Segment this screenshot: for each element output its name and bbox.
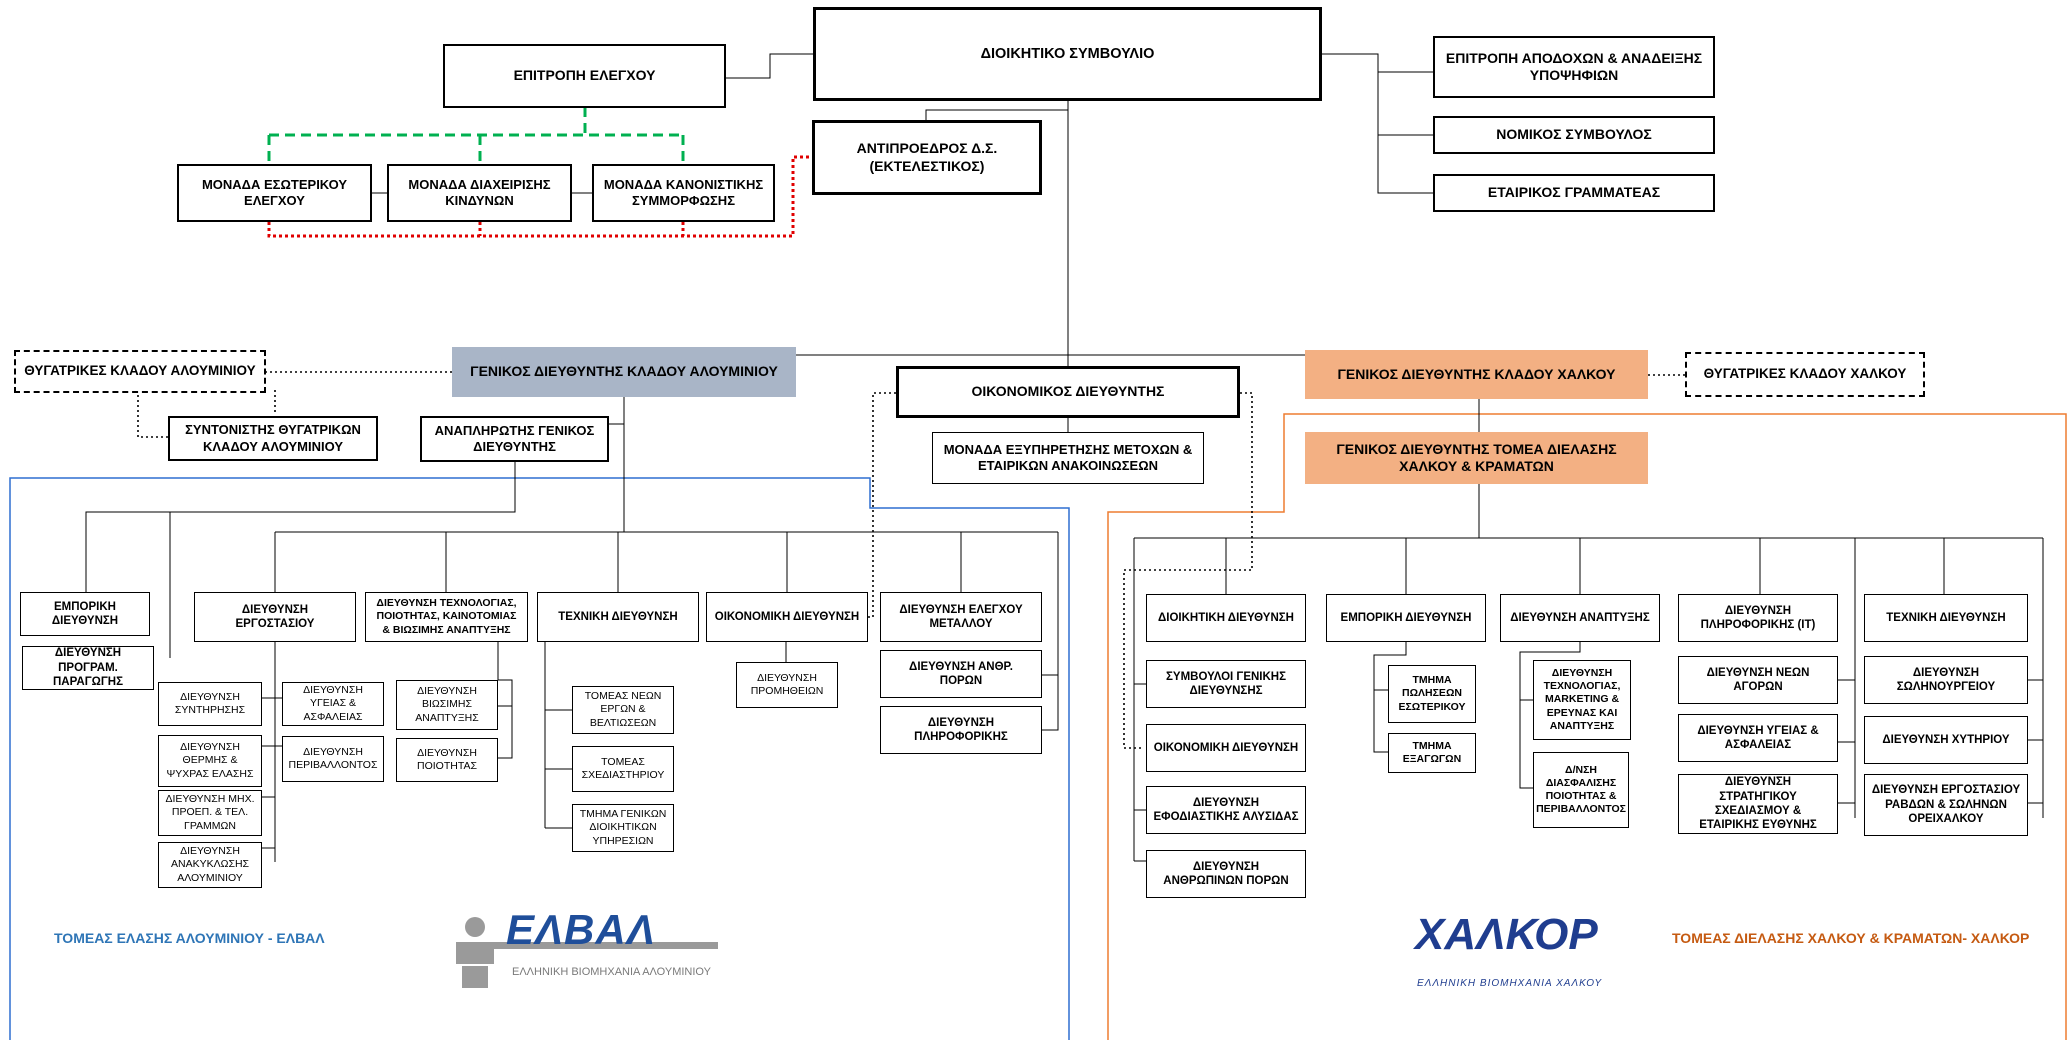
copper-it-sub-1: ΔΙΕΥΘΥΝΣΗ ΥΓΕΙΑΣ & ΑΣΦΑΛΕΙΑΣ (1678, 714, 1838, 762)
copper-development-dept: ΔΙΕΥΘΥΝΣΗ ΑΝΑΠΤΥΞΗΣ (1500, 594, 1660, 642)
aluminium-technology-sub-1: ΔΙΕΥΘΥΝΣΗ ΠΟΙΟΤΗΤΑΣ (396, 738, 498, 782)
copper-technical-sub-2: ΔΙΕΥΘΥΝΣΗ ΕΡΓΟΣΤΑΣΙΟΥ ΡΑΒΔΩΝ & ΣΩΛΗΝΩΝ Ο… (1864, 774, 2028, 836)
shareholder-services-unit: ΜΟΝΑΔΑ ΕΞΥΠΗΡΕΤΗΣΗΣ ΜΕΤΟΧΩΝ & ΕΤΑΙΡΙΚΩΝ … (932, 432, 1204, 484)
aluminium-subsidiaries-coordinator: ΣΥΝΤΟΝΙΣΤΗΣ ΘΥΓΑΤΡΙΚΩΝ ΚΛΑΔΟΥ ΑΛΟΥΜΙΝΙΟΥ (168, 416, 378, 461)
aluminium-technical-dept: ΤΕΧΝΙΚΗ ΔΙΕΥΘΥΝΣΗ (537, 592, 699, 642)
copper-technical-dept: ΤΕΧΝΙΚΗ ΔΙΕΥΘΥΝΣΗ (1864, 594, 2028, 642)
aluminium-technical-sub-2: ΤΜΗΜΑ ΓΕΝΙΚΩΝ ΔΙΟΙΚΗΤΙΚΩΝ ΥΠΗΡΕΣΙΩΝ (572, 804, 674, 852)
remuneration-committee: ΕΠΙΤΡΟΠΗ ΑΠΟΔΟΧΩΝ & ΑΝΑΔΕΙΞΗΣ ΥΠΟΨΗΦΙΩΝ (1433, 36, 1715, 98)
copper-development-sub-1: Δ/ΝΣΗ ΔΙΑΣΦΑΛΙΣΗΣ ΠΟΙΟΤΗΤΑΣ & ΠΕΡΙΒΑΛΛΟΝ… (1533, 752, 1629, 828)
aluminium-plant-sub-3: ΔΙΕΥΘΥΝΣΗ ΑΝΑΚΥΚΛΩΣΗΣ ΑΛΟΥΜΙΝΙΟΥ (158, 842, 262, 888)
aluminium-plant-sub-5: ΔΙΕΥΘΥΝΣΗ ΠΕΡΙΒΑΛΛΟΝΤΟΣ (282, 736, 384, 782)
aluminium-procurement-dept: ΔΙΕΥΘΥΝΣΗ ΠΡΟΜΗΘΕΙΩΝ (736, 662, 838, 708)
aluminium-finance-dept: ΟΙΚΟΝΟΜΙΚΗ ΔΙΕΥΘΥΝΣΗ (706, 592, 868, 642)
aluminium-metal-control-dept: ΔΙΕΥΘΥΝΣΗ ΕΛΕΓΧΟΥ ΜΕΤΑΛΛΟΥ (880, 592, 1042, 642)
aluminium-commercial-dept: ΕΜΠΟΡΙΚΗ ΔΙΕΥΘΥΝΣΗ (20, 592, 150, 636)
aluminium-deputy-gm: ΑΝΑΠΛΗΡΩΤΗΣ ΓΕΝΙΚΟΣ ΔΙΕΥΘΥΝΤΗΣ (420, 416, 609, 462)
board-of-directors: ΔΙΟΙΚΗΤΙΚΟ ΣΥΜΒΟΥΛΙΟ (813, 7, 1322, 101)
copper-admin-sub-1: ΟΙΚΟΝΟΜΙΚΗ ΔΙΕΥΘΥΝΣΗ (1146, 724, 1306, 772)
elval-logo: ΕΛΒΑΛ ΕΛΛΗΝΙΚΗ ΒΙΟΜΗΧΑΝΙΑ ΑΛΟΥΜΙΝΙΟΥ (456, 906, 718, 996)
aluminium-it-dept: ΔΙΕΥΘΥΝΣΗ ΠΛΗΡΟΦΟΡΙΚΗΣ (880, 706, 1042, 754)
copper-development-sub-0: ΔΙΕΥΘΥΝΣΗ ΤΕΧΝΟΛΟΓΙΑΣ, MARKETING & ΕΡΕΥΝ… (1533, 660, 1631, 740)
internal-audit-unit: ΜΟΝΑΔΑ ΕΣΩΤΕΡΙΚΟΥ ΕΛΕΓΧΟΥ (177, 164, 372, 222)
copper-it-sub-2: ΔΙΕΥΘΥΝΣΗ ΣΤΡΑΤΗΓΙΚΟΥ ΣΧΕΔΙΑΣΜΟΥ & ΕΤΑΙΡ… (1678, 774, 1838, 834)
aluminium-production-planning-dept: ΔΙΕΥΘΥΝΣΗ ΠΡΟΓΡΑΜ. ΠΑΡΑΓΩΓΗΣ (22, 646, 154, 690)
vice-chairman: ΑΝΤΙΠΡΟΕΔΡΟΣ Δ.Σ. (ΕΚΤΕΛΕΣΤΙΚΟΣ) (812, 120, 1042, 195)
corporate-secretary: ΕΤΑΙΡΙΚΟΣ ΓΡΑΜΜΑΤΕΑΣ (1433, 174, 1715, 212)
chalkor-logo: ΧΑΛΚΟΡ ΕΛΛΗΝΙΚΗ ΒΙΟΜΗΧΑΝΙΑ ΧΑΛΚΟΥ (1415, 910, 1605, 994)
aluminium-plant-sub-2: ΔΙΕΥΘΥΝΣΗ ΜΗΧ. ΠΡΟΕΠ. & ΤΕΛ. ΓΡΑΜΜΩΝ (158, 790, 262, 836)
chief-financial-officer: ΟΙΚΟΝΟΜΙΚΟΣ ΔΙΕΥΘΥΝΤΗΣ (896, 366, 1240, 418)
aluminium-hr-dept: ΔΙΕΥΘΥΝΣΗ ΑΝΘΡ. ΠΟΡΩΝ (880, 650, 1042, 698)
elval-logo-text: ΕΛΒΑΛ (506, 906, 656, 953)
copper-admin-sub-3: ΔΙΕΥΘΥΝΣΗ ΑΝΘΡΩΠΙΝΩΝ ΠΟΡΩΝ (1146, 850, 1306, 898)
copper-technical-sub-1: ΔΙΕΥΘΥΝΣΗ ΧΥΤΗΡΙΟΥ (1864, 716, 2028, 764)
chalkor-logo-text: ΧΑΛΚΟΡ (1415, 910, 1598, 959)
copper-commercial-sub-0: ΤΜΗΜΑ ΠΩΛΗΣΕΩΝ ΕΣΩΤΕΡΙΚΟΥ (1388, 665, 1476, 723)
aluminium-technical-sub-0: ΤΟΜΕΑΣ ΝΕΩΝ ΕΡΓΩΝ & ΒΕΛΤΙΩΣΕΩΝ (572, 686, 674, 734)
copper-region-border (1107, 413, 2067, 1040)
copper-sector-label: ΤΟΜΕΑΣ ΔΙΕΛΑΣΗΣ ΧΑΛΚΟΥ & ΚΡΑΜΑΤΩΝ- ΧΑΛΚΟ… (1672, 930, 2030, 946)
aluminium-technology-sub-0: ΔΙΕΥΘΥΝΣΗ ΒΙΩΣΙΜΗΣ ΑΝΑΠΤΥΞΗΣ (396, 680, 498, 730)
aluminium-sector-label: ΤΟΜΕΑΣ ΕΛΑΣΗΣ ΑΛΟΥΜΙΝΙΟΥ - ΕΛΒΑΛ (54, 930, 325, 946)
copper-sector-gm: ΓΕΝΙΚΟΣ ΔΙΕΥΘΥΝΤΗΣ ΤΟΜΕΑ ΔΙΕΛΑΣΗΣ ΧΑΛΚΟΥ… (1305, 432, 1648, 484)
risk-management-unit: ΜΟΝΑΔΑ ΔΙΑΧΕΙΡΙΣΗΣ ΚΙΝΔΥΝΩΝ (387, 164, 572, 222)
aluminium-plant-sub-1: ΔΙΕΥΘΥΝΣΗ ΘΕΡΜΗΣ & ΨΥΧΡΑΣ ΕΛΑΣΗΣ (158, 735, 262, 787)
aluminium-plant-sub-0: ΔΙΕΥΘΥΝΣΗ ΣΥΝΤΗΡΗΣΗΣ (158, 682, 262, 726)
aluminium-technical-sub-1: ΤΟΜΕΑΣ ΣΧΕΔΙΑΣΤΗΡΙΟΥ (572, 746, 674, 792)
copper-subsidiaries: ΘΥΓΑΤΡΙΚΕΣ ΚΛΑΔΟΥ ΧΑΛΚΟΥ (1685, 352, 1925, 397)
aluminium-general-manager: ΓΕΝΙΚΟΣ ΔΙΕΥΘΥΝΤΗΣ ΚΛΑΔΟΥ ΑΛΟΥΜΙΝΙΟΥ (452, 347, 796, 397)
copper-it-dept: ΔΙΕΥΘΥΝΣΗ ΠΛΗΡΟΦΟΡΙΚΗΣ (IT) (1678, 594, 1838, 642)
elval-logo-mark (456, 917, 718, 988)
chalkor-logo-subtitle: ΕΛΛΗΝΙΚΗ ΒΙΟΜΗΧΑΝΙΑ ΧΑΛΚΟΥ (1417, 978, 1603, 989)
audit-committee: ΕΠΙΤΡΟΠΗ ΕΛΕΓΧΟΥ (443, 44, 726, 108)
copper-admin-sub-2: ΔΙΕΥΘΥΝΣΗ ΕΦΟΔΙΑΣΤΙΚΗΣ ΑΛΥΣΙΔΑΣ (1146, 786, 1306, 834)
copper-it-sub-0: ΔΙΕΥΘΥΝΣΗ ΝΕΩΝ ΑΓΟΡΩΝ (1678, 656, 1838, 704)
aluminium-technology-dept: ΔΙΕΥΘΥΝΣΗ ΤΕΧΝΟΛΟΓΙΑΣ, ΠΟΙΟΤΗΤΑΣ, ΚΑΙΝΟΤ… (365, 592, 528, 642)
copper-technical-sub-0: ΔΙΕΥΘΥΝΣΗ ΣΩΛΗΝΟΥΡΓΕΙΟΥ (1864, 656, 2028, 704)
copper-admin-dept: ΔΙΟΙΚΗΤΙΚΗ ΔΙΕΥΘΥΝΣΗ (1146, 594, 1306, 642)
copper-commercial-sub-1: ΤΜΗΜΑ ΕΞΑΓΩΓΩΝ (1388, 733, 1476, 773)
copper-admin-sub-0: ΣΥΜΒΟΥΛΟΙ ΓΕΝΙΚΗΣ ΔΙΕΥΘΥΝΣΗΣ (1146, 660, 1306, 708)
legal-advisor: ΝΟΜΙΚΟΣ ΣΥΜΒΟΥΛΟΣ (1433, 116, 1715, 154)
elval-logo-subtitle: ΕΛΛΗΝΙΚΗ ΒΙΟΜΗΧΑΝΙΑ ΑΛΟΥΜΙΝΙΟΥ (512, 966, 711, 978)
aluminium-region-border (9, 477, 1070, 1040)
aluminium-subsidiaries: ΘΥΓΑΤΡΙΚΕΣ ΚΛΑΔΟΥ ΑΛΟΥΜΙΝΙΟΥ (14, 350, 266, 393)
copper-commercial-dept: ΕΜΠΟΡΙΚΗ ΔΙΕΥΘΥΝΣΗ (1326, 594, 1486, 642)
compliance-unit: ΜΟΝΑΔΑ ΚΑΝΟΝΙΣΤΙΚΗΣ ΣΥΜΜΟΡΦΩΣΗΣ (592, 164, 775, 222)
copper-general-manager: ΓΕΝΙΚΟΣ ΔΙΕΥΘΥΝΤΗΣ ΚΛΑΔΟΥ ΧΑΛΚΟΥ (1305, 350, 1648, 399)
aluminium-plant-dept: ΔΙΕΥΘΥΝΣΗ ΕΡΓΟΣΤΑΣΙΟΥ (194, 592, 356, 642)
aluminium-plant-sub-4: ΔΙΕΥΘΥΝΣΗ ΥΓΕΙΑΣ & ΑΣΦΑΛΕΙΑΣ (282, 682, 384, 726)
